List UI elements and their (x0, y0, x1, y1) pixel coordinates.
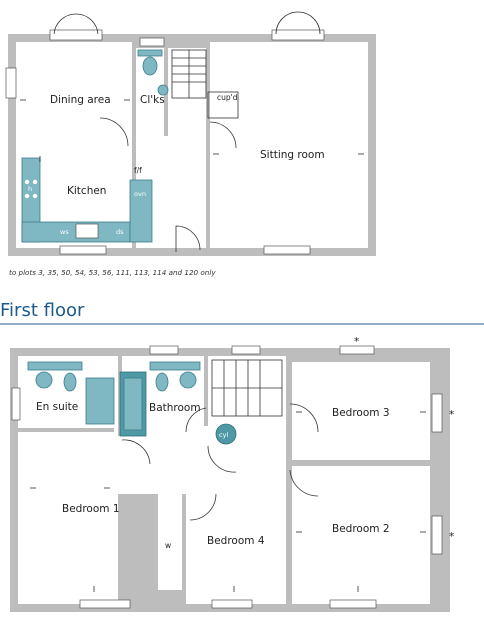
bedroom3-area (292, 362, 430, 460)
room-label-bedroom2: Bedroom 2 (332, 523, 390, 535)
window-bathroom (149, 345, 179, 355)
window-note-mark: * (449, 409, 454, 421)
door-swing-dining (99, 117, 129, 147)
door-swing-bedroom4 (189, 493, 217, 521)
hob-label: h (28, 185, 32, 193)
bath-inner (123, 377, 143, 431)
cloakroom-cistern (137, 49, 163, 57)
window-landing (231, 345, 261, 355)
oven-label: ovn (134, 190, 146, 198)
room-label-bedroom4: Bedroom 4 (207, 535, 265, 547)
window-note-mark: * (354, 336, 359, 348)
french-door-sitting (271, 29, 325, 41)
landing-area (118, 426, 286, 494)
door-swing-bedroom2 (289, 469, 319, 497)
hob-ring (24, 179, 30, 185)
wardrobe-area (158, 494, 182, 590)
ensuite-wc (63, 372, 77, 392)
french-door-dining (49, 29, 103, 41)
plots-footnote: to plots 3, 35, 50, 54, 53, 56, 111, 113… (9, 268, 216, 277)
window-bedroom2-side (431, 515, 443, 555)
dishwasher-label: ds (116, 228, 124, 236)
kitchen-sink (75, 223, 99, 239)
hot-water-cylinder (215, 423, 237, 445)
window-cloakroom (139, 37, 165, 47)
ground-dimension-marks (20, 99, 364, 162)
cloakroom-wc (142, 56, 158, 76)
hob-ring (32, 179, 38, 185)
first-floor-plan: cyl En suite Bathroom Bedroom 3 Bedroom … (10, 336, 454, 612)
wall (18, 428, 114, 432)
bathroom-cistern-shelf (149, 361, 201, 371)
kitchen-right-units (129, 179, 153, 243)
window-bedroom4 (211, 599, 253, 609)
ensuite-basin (35, 371, 53, 389)
washing-machine-label: ws (60, 228, 69, 236)
fridge-freezer-label: f/f (134, 166, 142, 175)
cupboard (207, 91, 239, 119)
window-bedroom3-side (431, 393, 443, 433)
door-swing-front (175, 225, 201, 252)
window-sitting (263, 245, 311, 255)
stairs-first (211, 359, 283, 417)
door-swing-bathroom (185, 407, 207, 433)
door-swing-sitting (209, 121, 237, 149)
room-label-bedroom3: Bedroom 3 (332, 407, 390, 419)
room-label-dining: Dining area (50, 94, 111, 106)
wall (292, 460, 430, 466)
ensuite-cistern-shelf (27, 361, 83, 371)
bedroom4-area (186, 494, 286, 604)
door-swing-bedroom1 (121, 439, 151, 465)
first-dimension-marks (30, 411, 426, 592)
window-kitchen (59, 245, 107, 255)
window-bedroom1 (79, 599, 131, 609)
window-note-mark: * (449, 531, 454, 543)
wardrobe-label: w (165, 541, 171, 550)
room-label-bathroom: Bathroom (149, 402, 201, 414)
cloakroom-basin (157, 84, 169, 96)
cylinder-label: cyl (219, 431, 228, 439)
wall (154, 494, 158, 604)
door-swing-cylinder (207, 445, 237, 473)
room-label-cloaks: Cl'ks (140, 94, 165, 106)
wall (286, 356, 292, 604)
stair-area (168, 48, 206, 136)
window-bedroom2 (329, 599, 377, 609)
bathroom-wc (155, 372, 169, 392)
bathroom-basin (179, 371, 197, 389)
room-label-kitchen: Kitchen (67, 185, 106, 197)
room-label-ensuite: En suite (36, 401, 78, 413)
window-dining-side (5, 67, 17, 99)
ground-floor-plan: h ws ds ovn Dining area Cl'ks cup'd Sitt… (5, 11, 376, 256)
bedroom2-area (292, 466, 430, 604)
stair-area-first (208, 356, 286, 426)
french-door-swing-dining (53, 13, 99, 35)
french-door-swing-sitting (275, 11, 321, 35)
sitting-room-area (210, 42, 368, 248)
hob-ring (32, 193, 38, 199)
ensuite-shower (85, 377, 115, 425)
wall (182, 494, 186, 604)
wall (204, 356, 208, 426)
door-swing-bedroom3 (289, 403, 319, 433)
room-label-cupboard: cup'd (217, 93, 238, 102)
first-floor-title: First floor (0, 300, 85, 321)
hob-ring (24, 193, 30, 199)
room-label-bedroom1: Bedroom 1 (62, 503, 120, 515)
window-ensuite-side (11, 387, 21, 421)
stairs-ground (171, 49, 207, 99)
window-bedroom3-top (339, 345, 375, 355)
room-label-sitting: Sitting room (260, 149, 325, 161)
